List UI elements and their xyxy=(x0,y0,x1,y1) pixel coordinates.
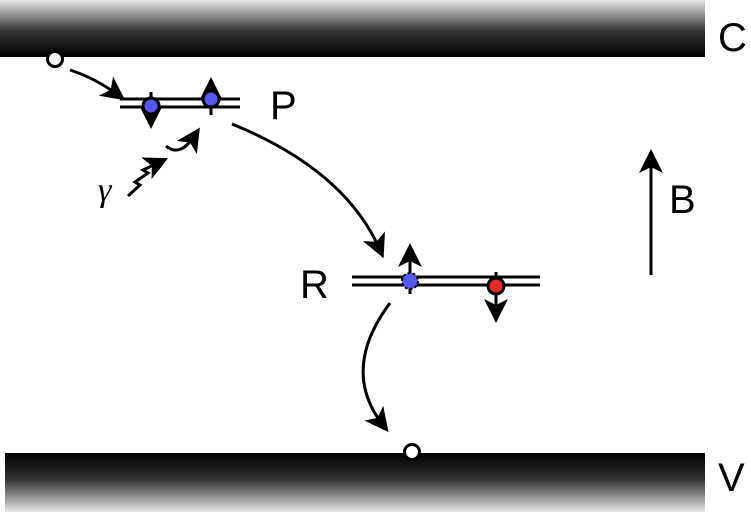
label-conduction-band: C xyxy=(718,16,747,60)
electron-p1 xyxy=(141,96,161,116)
label-r: R xyxy=(300,263,329,307)
photon-arrow xyxy=(126,157,169,198)
electron-r-blue xyxy=(401,272,419,290)
hole-valence xyxy=(403,443,421,461)
conduction-band xyxy=(0,0,705,57)
label-p: P xyxy=(270,84,297,128)
transfer-arrow xyxy=(231,122,385,259)
label-b: B xyxy=(669,178,696,222)
electron-r-red xyxy=(486,276,506,296)
recombination-arrow xyxy=(361,302,392,433)
label-photon: γ xyxy=(98,172,112,209)
level-r xyxy=(352,275,540,287)
electron-p2 xyxy=(201,89,221,109)
hole-conduction xyxy=(46,50,64,68)
capture-arrow xyxy=(69,68,126,101)
spin-flip-arrow xyxy=(165,127,200,155)
level-p xyxy=(120,97,240,109)
label-valence-band: V xyxy=(718,456,745,500)
valence-band xyxy=(5,453,705,512)
